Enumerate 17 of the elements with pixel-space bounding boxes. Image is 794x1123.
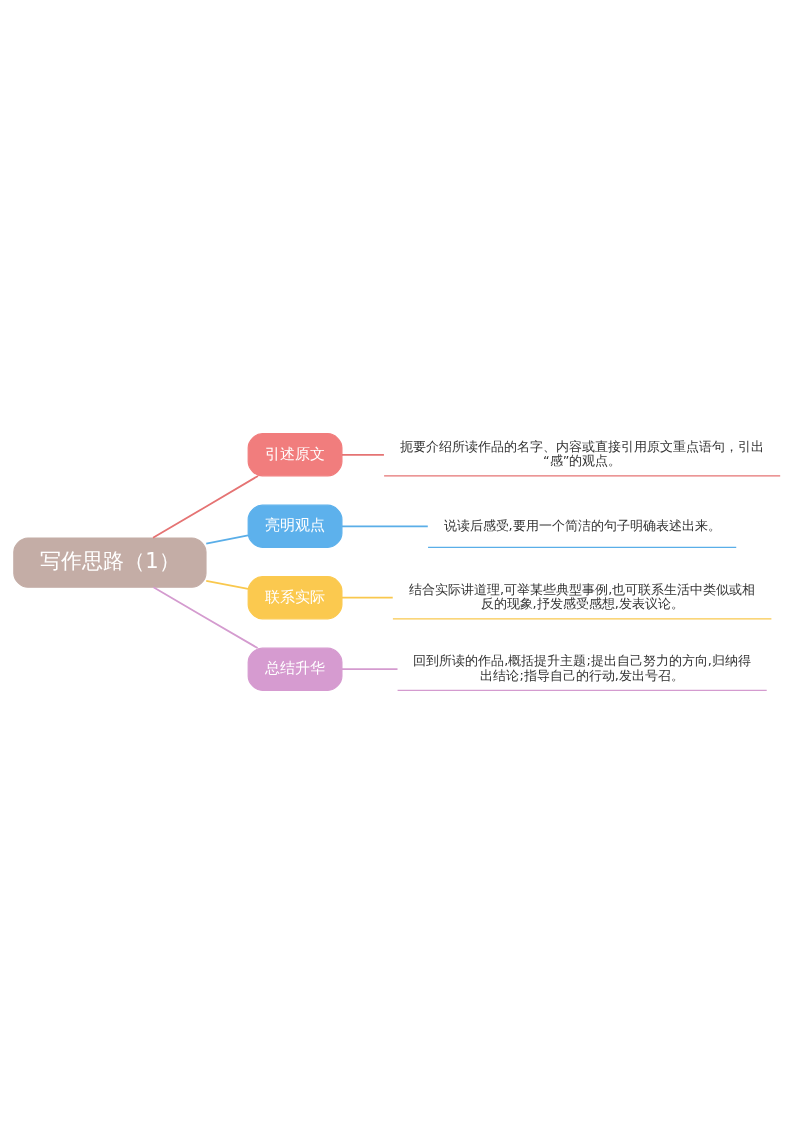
node-text: 说读后感受,要用一个简洁的句子明确表述出来。	[443, 517, 721, 533]
connector	[341, 453, 385, 456]
node-text: 扼要介绍所读作品的名字、内容或直接引用原文重点语句，引出“感”的观点。	[400, 438, 765, 468]
node-text: 回到所读的作品,概括提升主题;提出自己努力的方向,归纳得出结论;指导自己的行动,发出号召。	[413, 652, 751, 683]
connector	[341, 667, 399, 670]
connector	[341, 524, 429, 527]
node-box: 联系实际	[247, 575, 343, 619]
node-box: 引述原文	[247, 432, 343, 476]
connector	[152, 474, 259, 539]
connector	[152, 585, 259, 649]
node-box: 写作思路（1）	[13, 536, 207, 588]
connector	[205, 534, 249, 545]
connector	[341, 596, 394, 599]
node-box: 亮明观点	[247, 504, 343, 548]
connector	[205, 579, 249, 590]
node-text: 结合实际讲道理,可举某些典型事例,也可联系生活中类似或相反的现象,抒发感受感想,发表议论。	[409, 581, 756, 611]
node-box: 总结升华	[247, 647, 343, 691]
